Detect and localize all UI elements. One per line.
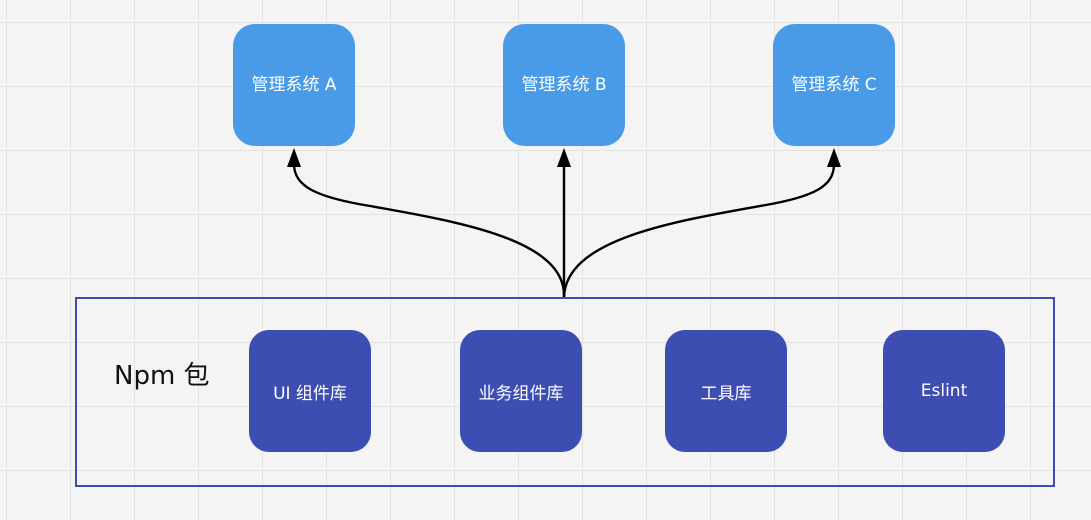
npm-package-container[interactable] [75, 297, 1055, 487]
business-component-library-label: 业务组件库 [478, 383, 564, 404]
system-a-node[interactable]: 管理系统 A [233, 24, 355, 146]
npm-package-label: Npm 包 [114, 361, 210, 391]
arrowhead-system-b [557, 148, 571, 167]
ui-component-library-label: UI 组件库 [273, 383, 347, 404]
eslint-node[interactable]: Eslint [883, 330, 1005, 452]
business-component-library-node[interactable]: 业务组件库 [460, 330, 582, 452]
system-c-node[interactable]: 管理系统 C [773, 24, 895, 146]
connector-to-system-c [562, 162, 836, 299]
arrowhead-system-c [827, 148, 841, 167]
system-c-label: 管理系统 C [791, 74, 877, 95]
ui-component-library-node[interactable]: UI 组件库 [249, 330, 371, 452]
system-b-node[interactable]: 管理系统 B [503, 24, 625, 146]
arrowhead-system-a [287, 148, 301, 167]
system-a-label: 管理系统 A [251, 74, 337, 95]
tools-library-node[interactable]: 工具库 [665, 330, 787, 452]
eslint-label: Eslint [920, 381, 968, 401]
connector-to-system-a [292, 162, 566, 299]
tools-library-label: 工具库 [700, 383, 752, 404]
system-b-label: 管理系统 B [521, 74, 607, 95]
